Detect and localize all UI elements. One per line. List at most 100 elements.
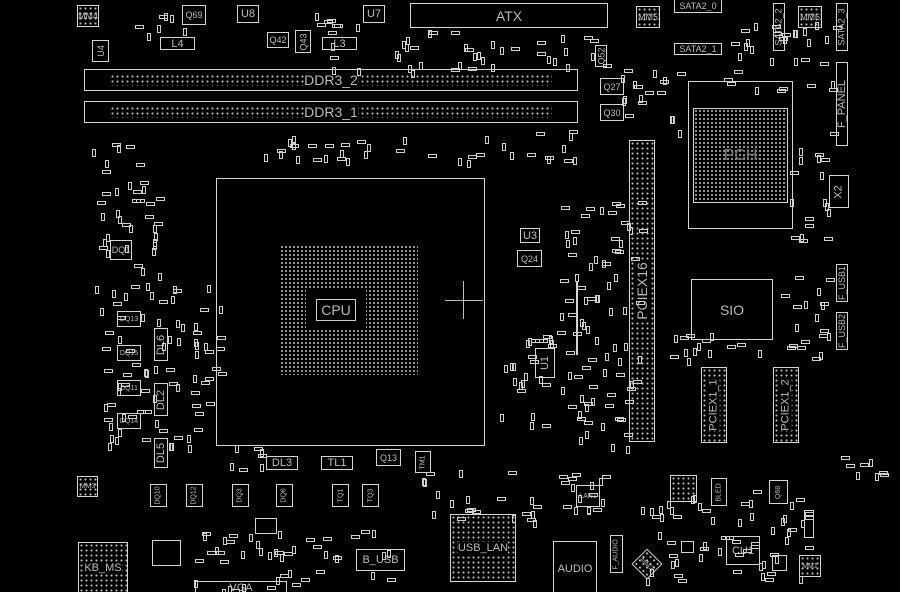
smd-pad [162,343,167,352]
component-dl5[interactable]: DL5 [154,438,168,468]
smd-pad [583,402,593,407]
component-mm4[interactable]: MM4 [77,5,99,27]
component-u4[interactable]: U4 [92,40,109,62]
component-square[interactable] [152,540,181,566]
smd-pad [356,24,361,33]
component-bled[interactable]: BLED [711,478,727,506]
component-tm1[interactable]: TM1 [415,451,431,473]
smd-pad [570,229,580,234]
component-dq6[interactable]: DQ6 [276,484,293,507]
label: PCH [723,146,758,164]
smd-pad [193,580,198,589]
smd-pad [563,504,573,509]
component-dl3[interactable]: DL3 [266,456,298,470]
smd-pad [106,249,111,258]
component-q68[interactable]: Q68 [769,480,788,504]
component-mm1[interactable]: MM1 [799,555,821,577]
component-square[interactable] [772,555,787,571]
label: VGA [229,582,253,592]
component-dq12[interactable]: DQ12 [186,484,203,507]
connector-sata2-1[interactable]: SATA2_1 [674,43,722,55]
connector-f-panel[interactable]: F_PANEL [836,62,848,146]
smd-pad [623,432,633,437]
slot-ddr3-2[interactable]: DDR3_2 [84,69,578,91]
crystal-x2[interactable]: X2 [829,175,849,208]
component-dq11[interactable]: DQ11 [117,380,141,396]
component-dq3[interactable]: DQ3 [232,484,249,507]
chip-cpu[interactable]: CPU [306,290,366,330]
slot-pciex1-2[interactable]: PCIEX1_2 [773,367,799,443]
label: DQ10 [155,486,163,505]
connector-audio[interactable]: AUDIO [553,541,597,592]
smd-pad [562,145,567,154]
slot-ddr3-1[interactable]: DDR3_1 [84,101,578,123]
smd-pad [476,51,481,60]
smd-pad [346,158,351,167]
component-q27[interactable]: Q27 [600,78,624,95]
component-u8[interactable]: U8 [237,5,259,23]
component-q43[interactable]: Q43 [295,30,311,53]
smd-pad [612,343,617,352]
component-l3[interactable]: L3 [322,37,357,50]
smd-pad [749,46,754,55]
component-tq3[interactable]: TQ3 [362,484,379,507]
component-dl6[interactable]: DL6 [154,328,168,361]
smd-pad [790,199,795,208]
connector-f-usb2[interactable]: F_USB2 [836,312,848,350]
slot-pciex1-1[interactable]: PCIEX1_1 [701,367,727,443]
connector-vga[interactable]: VGA [195,581,287,592]
smd-pad [624,113,634,118]
smd-pad [114,436,119,445]
chip-sio[interactable]: SIO [691,279,773,340]
slot-pciex16[interactable]: PCIEX16 [629,140,655,442]
smd-pad [793,29,798,38]
component-mm3[interactable]: MM3 [77,476,98,497]
smd-pad [560,35,565,44]
component-dq14[interactable]: DQ14 [117,413,141,429]
component-dq10[interactable]: DQ10 [150,484,167,507]
component-q69[interactable]: Q69 [182,5,206,25]
component-u3[interactable]: U3 [520,228,540,243]
component-q52[interactable]: Q52 [595,45,607,67]
chip-pch[interactable]: PCH [693,108,788,203]
component-dq1[interactable]: DQ1 [110,240,132,260]
connector-f-usb1[interactable]: F_USB1 [836,264,848,302]
smd-pad [266,586,276,591]
component-chip-small[interactable] [255,518,277,534]
smd-pad [636,300,646,305]
component-u7[interactable]: U7 [363,5,385,23]
component-tq1[interactable]: TQ1 [332,484,349,507]
component-tl1[interactable]: TL1 [321,456,353,470]
cpu-socket[interactable] [216,178,485,446]
smd-pad [136,410,146,415]
smd-pad [666,500,671,509]
smd-pad [629,381,634,390]
component-q24[interactable]: Q24 [517,250,542,267]
connector-b-usb[interactable]: B_USB [356,549,405,571]
smd-pad [199,308,209,313]
component-mm2[interactable]: MM2 [631,548,663,580]
smd-pad [410,69,415,78]
component-q30[interactable]: Q30 [600,104,624,121]
smd-pad [798,148,803,157]
component-square-ic[interactable] [670,475,697,502]
connector-sata2-2[interactable]: SATA2_2 [773,3,785,51]
component-q13[interactable]: Q13 [376,449,401,466]
component-q42[interactable]: Q42 [267,32,289,48]
smd-pad [287,569,292,578]
connector-kb-ms[interactable]: KB_MS [78,542,128,592]
smd-pad [595,294,600,303]
smd-pad [228,534,238,539]
smd-pad [169,443,174,452]
connector-atx[interactable]: ATX [410,3,608,28]
component-l4[interactable]: L4 [160,37,195,50]
connector-sata2-0[interactable]: SATA2_0 [674,0,722,13]
connector-usb-lan[interactable]: USB_LAN [450,514,516,582]
component-square[interactable] [681,541,694,553]
smd-pad [371,572,376,581]
component-mm5[interactable]: MM5 [636,6,660,28]
label: DQ6 [281,488,288,503]
component-dl2[interactable]: DL2 [154,383,168,416]
connector-f-audio[interactable]: F_AUDIO [610,535,623,573]
smd-pad [509,151,514,160]
